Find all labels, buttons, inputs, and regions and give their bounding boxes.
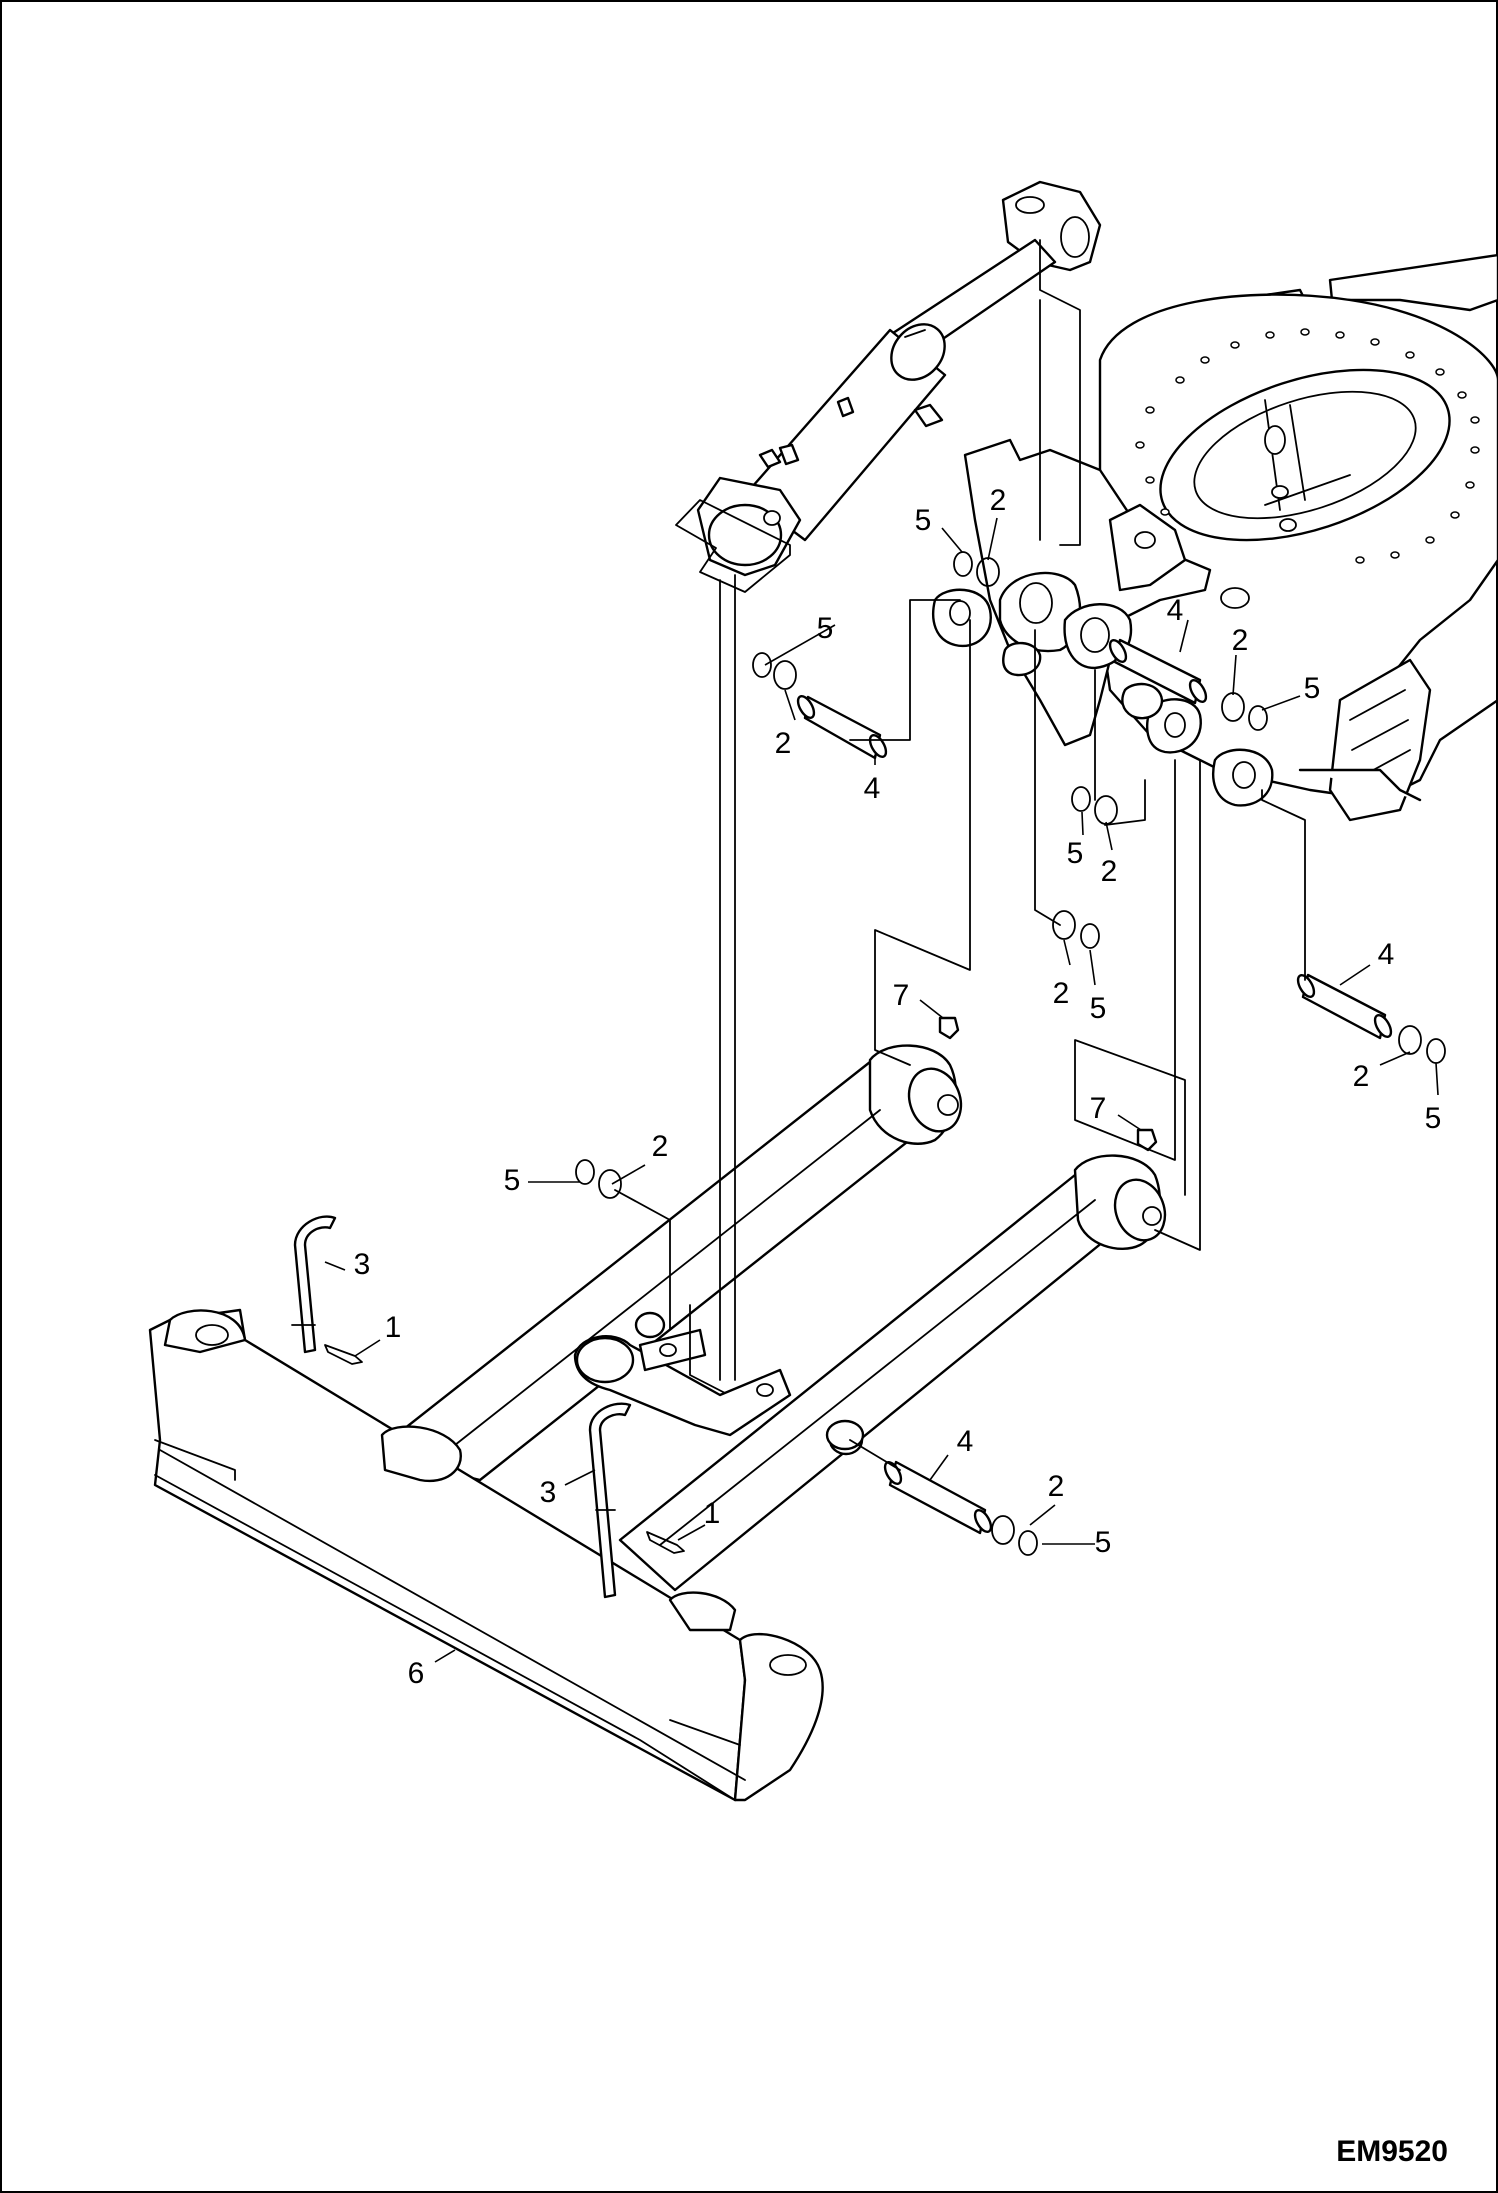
grease-fittings — [938, 1016, 1158, 1152]
pin-right — [1296, 973, 1393, 1040]
callout-3a: 3 — [354, 1248, 371, 1281]
callout-4c: 4 — [1378, 938, 1395, 971]
callout-5c: 5 — [1304, 672, 1321, 705]
callout-2a: 2 — [990, 484, 1007, 517]
callout-1a: 1 — [385, 1311, 402, 1344]
callout-4a: 4 — [864, 772, 881, 805]
callout-4d: 4 — [957, 1425, 974, 1458]
pin-upper-left — [796, 694, 888, 760]
callout-5f: 5 — [1425, 1102, 1442, 1135]
pin-lower — [883, 1460, 993, 1535]
callout-5a: 5 — [915, 504, 932, 537]
callout-2e: 2 — [1053, 977, 1070, 1010]
callout-2f: 2 — [1353, 1060, 1370, 1093]
cotter-pin-right — [646, 1531, 685, 1554]
pin-upper-right — [1108, 638, 1208, 705]
pivot-bracket — [932, 438, 1274, 807]
callout-7a: 7 — [893, 979, 910, 1012]
arm-cross-bracket — [573, 1311, 864, 1456]
callout-3b: 3 — [540, 1476, 557, 1509]
callout-2b: 2 — [775, 727, 792, 760]
callout-2g: 2 — [652, 1130, 669, 1163]
callout-5b: 5 — [817, 612, 834, 645]
callout-2c: 2 — [1232, 624, 1249, 657]
callout-labels: 1 1 2 2 2 2 2 2 2 2 3 3 4 4 4 4 5 5 5 5 … — [354, 484, 1442, 1690]
callout-5d: 5 — [1067, 837, 1084, 870]
blade-cylinder — [696, 180, 1102, 577]
callout-1b: 1 — [704, 1497, 721, 1530]
callout-2h: 2 — [1048, 1470, 1065, 1503]
callout-5h: 5 — [1095, 1526, 1112, 1559]
callout-2d: 2 — [1101, 855, 1118, 888]
callout-6: 6 — [408, 1657, 425, 1690]
turntable-frame — [1098, 253, 1498, 822]
lock-rod-right — [588, 1402, 632, 1599]
dozer-blade — [148, 1308, 824, 1802]
callout-leaders — [324, 517, 1439, 1663]
blade-arm-left — [388, 1044, 963, 1482]
callout-7b: 7 — [1090, 1092, 1107, 1125]
cotter-pin-left — [324, 1344, 363, 1365]
blade-arm-right — [618, 1154, 1167, 1592]
callout-5e: 5 — [1090, 992, 1107, 1025]
figure-id: EM9520 — [1336, 2135, 1448, 2168]
callout-4b: 4 — [1167, 594, 1184, 627]
washers-and-snap-rings — [575, 551, 1446, 1556]
lock-rod-left — [291, 1215, 337, 1354]
callout-5g: 5 — [504, 1164, 521, 1197]
assembly-guide-lines — [614, 239, 1306, 1471]
